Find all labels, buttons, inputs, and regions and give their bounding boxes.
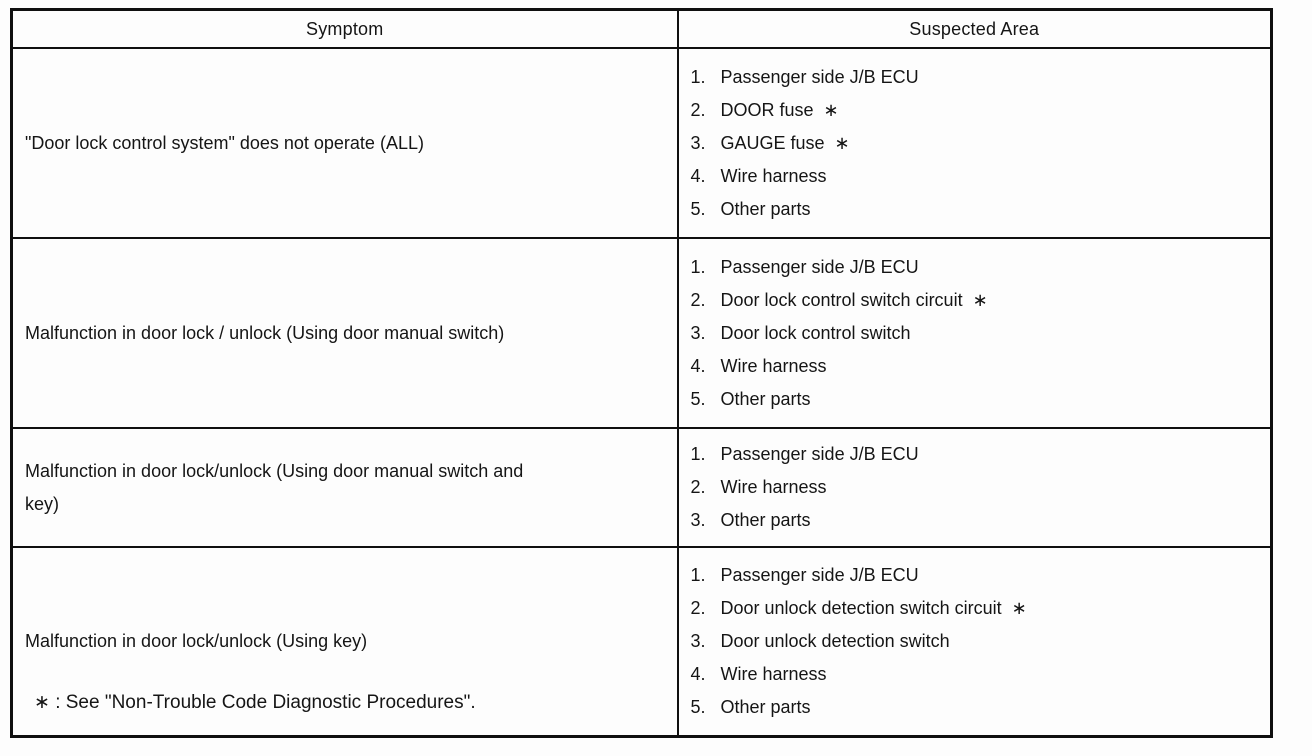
symptom-column-header: Symptom: [10, 8, 679, 49]
symptom-cell: "Door lock control system" does not oper…: [10, 47, 679, 239]
suspected-area-list: 1. Passenger side J/B ECU 2. DOOR fuse ∗ 3. G…: [691, 61, 1263, 226]
list-item: 1. Passenger side J/B ECU: [691, 559, 1263, 592]
item-text: Passenger side J/B ECU: [720, 444, 919, 464]
item-number: 5.: [690, 198, 706, 219]
list-item: 3. GAUGE fuse ∗: [691, 127, 1263, 160]
item-number: 1.: [690, 256, 706, 277]
item-text: DOOR fuse ∗: [720, 99, 839, 120]
item-number: 3.: [690, 631, 706, 651]
item-number: 1.: [690, 565, 706, 585]
list-item: 2. DOOR fuse ∗: [691, 94, 1263, 127]
list-item: 5. Other parts: [691, 193, 1263, 226]
item-text: Wire harness: [720, 355, 827, 376]
item-number: 2.: [690, 598, 706, 618]
table-row: Malfunction in door lock/unlock (Using k…: [10, 546, 1273, 738]
suspected-area-column-header: Suspected Area: [676, 8, 1273, 49]
item-text: Door unlock detection switch: [720, 631, 950, 651]
item-text: Other parts: [720, 388, 811, 409]
suspected-area-cell: 1. Passenger side J/B ECU 2. Door unlock de…: [676, 546, 1273, 738]
list-item: 3. Door unlock detection switch: [691, 625, 1263, 658]
item-number: 1.: [690, 444, 706, 464]
list-item: 5. Other parts: [691, 383, 1263, 416]
item-text: Passenger side J/B ECU: [720, 66, 919, 87]
item-number: 3.: [690, 510, 706, 530]
list-item: 1. Passenger side J/B ECU: [691, 251, 1263, 284]
item-text: Door lock control switch circuit ∗: [720, 289, 988, 310]
item-text: Wire harness: [720, 664, 827, 684]
list-item: 2. Wire harness: [691, 471, 1263, 504]
list-item: 1. Passenger side J/B ECU: [691, 438, 1263, 471]
suspected-area-cell: 1. Passenger side J/B ECU 2. Door lock cont…: [676, 237, 1273, 429]
item-number: 4.: [690, 355, 706, 376]
list-item: 3. Other parts: [691, 504, 1263, 537]
item-number: 2.: [690, 289, 706, 310]
item-text: Passenger side J/B ECU: [720, 565, 919, 585]
list-item: 4. Wire harness: [691, 350, 1263, 383]
symptom-cell: Malfunction in door lock/unlock (Using k…: [10, 546, 679, 738]
item-text: Other parts: [720, 198, 811, 219]
suspected-area-cell: 1. Passenger side J/B ECU 2. DOOR fuse ∗ 3. G…: [676, 47, 1273, 239]
symptom-cell: Malfunction in door lock/unlock (Using d…: [10, 427, 679, 548]
item-text: Wire harness: [720, 477, 827, 497]
item-number: 2.: [690, 99, 706, 120]
item-number: 5.: [690, 697, 706, 717]
table-body: "Door lock control system" does not oper…: [10, 47, 1273, 738]
item-number: 1.: [690, 66, 706, 87]
item-number: 3.: [690, 132, 706, 153]
suspected-area-cell: 1. Passenger side J/B ECU 2. Wire harness 3.…: [676, 427, 1273, 548]
item-text: Other parts: [720, 697, 811, 717]
suspected-area-list: 1. Passenger side J/B ECU 2. Door lock cont…: [691, 251, 1263, 416]
item-number: 4.: [690, 664, 706, 684]
footnote: ∗ : See "Non-Trouble Code Diagnostic Pro…: [34, 692, 476, 713]
item-number: 5.: [690, 388, 706, 409]
table-row: "Door lock control system" does not oper…: [10, 47, 1273, 239]
symptom-table: Symptom Suspected Area "Door lock contro…: [10, 8, 1273, 738]
list-item: 4. Wire harness: [691, 658, 1263, 691]
list-item: 4. Wire harness: [691, 160, 1263, 193]
list-item: 3. Door lock control switch: [691, 317, 1263, 350]
symptom-cell: Malfunction in door lock / unlock (Using…: [10, 237, 679, 429]
item-number: 2.: [690, 477, 706, 497]
item-number: 3.: [690, 322, 706, 343]
item-number: 4.: [690, 165, 706, 186]
item-text: Door unlock detection switch circuit ∗: [720, 598, 1027, 618]
table-row: Malfunction in door lock / unlock (Using…: [10, 237, 1273, 429]
list-item: 1. Passenger side J/B ECU: [691, 61, 1263, 94]
table-row: Malfunction in door lock/unlock (Using d…: [10, 427, 1273, 548]
item-text: Passenger side J/B ECU: [720, 256, 919, 277]
list-item: 2. Door lock control switch circuit ∗: [691, 284, 1263, 317]
item-text: GAUGE fuse ∗: [720, 132, 850, 153]
item-text: Wire harness: [720, 165, 827, 186]
item-text: Other parts: [720, 510, 811, 530]
list-item: 5. Other parts: [691, 691, 1263, 724]
suspected-area-list: 1. Passenger side J/B ECU 2. Door unlock de…: [691, 559, 1263, 724]
item-text: Door lock control switch: [720, 322, 911, 343]
header-row: Symptom Suspected Area: [10, 8, 1273, 49]
suspected-area-list: 1. Passenger side J/B ECU 2. Wire harness 3.…: [691, 438, 1263, 537]
list-item: 2. Door unlock detection switch circuit ∗: [691, 592, 1263, 625]
